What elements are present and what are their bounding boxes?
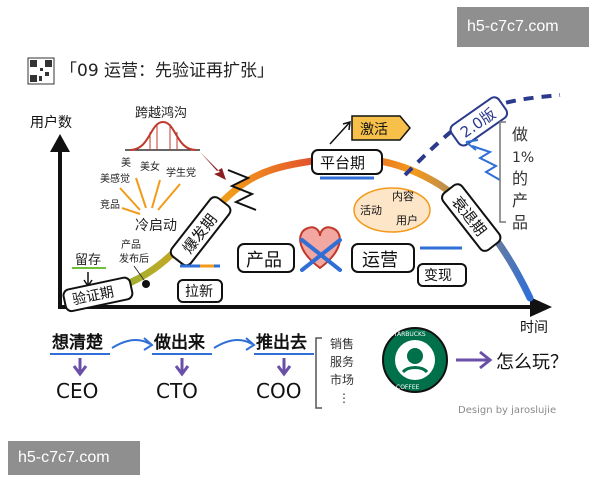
step-arrow-icon: [213, 337, 256, 351]
function-item: 市场: [330, 372, 354, 387]
svg-text:活动: 活动: [360, 204, 382, 217]
svg-text:内容: 内容: [392, 189, 414, 203]
sense-label: 美感觉: [100, 172, 130, 185]
retain-label: 留存: [75, 253, 101, 268]
svg-text:COO: COO: [256, 379, 301, 403]
arrow-icon: [200, 152, 226, 180]
product-release-label: 产品: [121, 238, 141, 251]
release-pointer: [133, 265, 145, 281]
how-to-play-text: 怎么玩？: [496, 352, 568, 373]
bracket-icon: [499, 121, 506, 223]
activate-arrow-icon: [329, 120, 351, 145]
svg-text:拉新: 拉新: [185, 284, 213, 300]
svg-text:产品: 产品: [246, 250, 282, 271]
one-percent-text: 做: [512, 125, 528, 144]
svg-text:用户: 用户: [396, 213, 418, 227]
operations-cloud: 活动 内容 用户: [353, 187, 431, 233]
heart-icon: [299, 226, 341, 270]
one-percent-text: 产: [512, 191, 528, 210]
svg-text:COFFEE: COFFEE: [396, 384, 420, 391]
qr-code-icon: [27, 57, 55, 85]
svg-text:激活: 激活: [360, 121, 388, 138]
break-zigzag-icon: [227, 169, 257, 211]
operations-badge: 运营: [351, 243, 415, 273]
svg-text:平台期: 平台期: [320, 154, 365, 172]
sense-rays: [119, 177, 181, 215]
one-percent-text: 的: [512, 169, 528, 188]
product-badge: 产品: [237, 243, 295, 273]
svg-text:运营: 运营: [362, 250, 398, 271]
cold-start-label: 冷启动: [135, 218, 177, 234]
svg-text:CTO: CTO: [156, 379, 198, 403]
watermark-bottom: h5-c7c7.com: [8, 441, 140, 475]
sense-label: 学生党: [166, 166, 196, 179]
crossed-swords-icon: [300, 238, 342, 272]
zigzag-arrow-icon: [465, 139, 479, 151]
step-cto: 做出来 CTO: [152, 332, 212, 403]
function-item: 服务: [330, 354, 354, 369]
svg-text:做出来: 做出来: [153, 332, 206, 353]
function-item: 销售: [330, 336, 354, 351]
function-item: ⋮: [338, 391, 350, 405]
watermark-top: h5-c7c7.com: [457, 7, 589, 47]
product-release-label: 发布后: [119, 252, 149, 265]
pull-new-badge: 拉新: [177, 264, 223, 303]
monetize-badge: 变现: [417, 263, 467, 287]
step-coo: 推出去 COO: [254, 332, 314, 403]
chasm-label: 跨越鸿沟: [135, 105, 187, 121]
y-axis: [50, 134, 70, 308]
credit-text: Design by jaroslujie: [458, 405, 557, 416]
zigzag-arrow-icon: [471, 145, 501, 181]
svg-text:STARBUCKS: STARBUCKS: [390, 331, 426, 338]
one-percent-text: 1%: [512, 150, 534, 166]
chasm-icon: [125, 120, 200, 151]
sense-label: 美: [121, 156, 131, 169]
svg-text:想清楚: 想清楚: [52, 332, 104, 353]
stage-tag-decline: 衰退期: [441, 183, 502, 252]
svg-text:推出去: 推出去: [256, 332, 307, 353]
one-percent-text: 品: [512, 213, 528, 232]
arrow-icon: [456, 350, 493, 370]
activate-badge: 激活: [351, 115, 411, 141]
svg-text:CEO: CEO: [56, 379, 98, 403]
sense-label: 美女: [140, 160, 160, 173]
svg-text:变现: 变现: [424, 268, 452, 284]
step-arrow-icon: [111, 337, 154, 351]
release-point: [142, 280, 150, 288]
starbucks-logo: STARBUCKS COFFEE: [382, 327, 448, 393]
y-axis-label: 用户数: [30, 114, 72, 131]
stage-tag-explode: 爆发期: [169, 196, 232, 267]
stage-tag-platform: 平台期: [311, 149, 383, 180]
sense-label: 竞品: [100, 198, 120, 211]
x-axis-label: 时间: [520, 320, 548, 336]
bracket-icon: [315, 337, 322, 409]
step-ceo: 想清楚 CEO: [50, 332, 110, 403]
x-axis: [58, 297, 552, 317]
page-title: 「09 运营：先验证再扩张」: [60, 61, 274, 81]
